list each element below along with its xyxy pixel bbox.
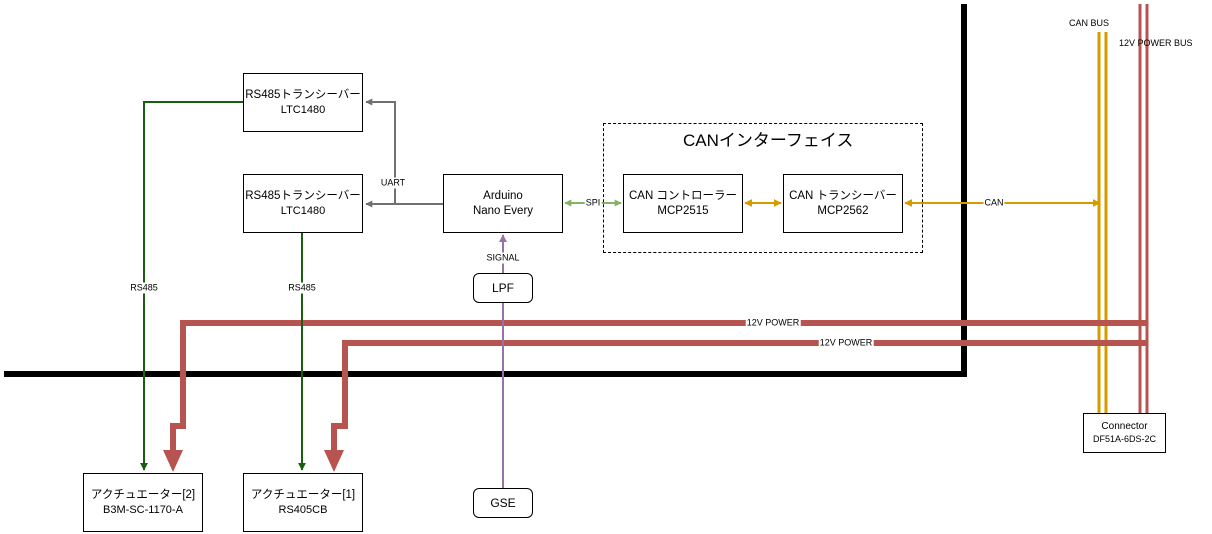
rs485-top-part: LTC1480 — [280, 103, 326, 116]
spi-label: SPI — [584, 197, 602, 209]
actuator2-part: B3M-SC-1170-A — [103, 503, 183, 516]
connector-block[interactable]: Connector DF51A-6DS-2C — [1083, 413, 1166, 453]
arduino-model: Nano Every — [472, 204, 534, 217]
gse-block[interactable]: GSE — [473, 488, 533, 518]
can-interface-title: CANインターフェイス — [683, 131, 854, 150]
power-arrowhead-actuator1 — [324, 450, 344, 472]
actuator1-name: アクチュエーター[1] — [250, 488, 356, 501]
uart-wire-top — [365, 98, 396, 204]
arduino-name: Arduino — [483, 189, 523, 202]
can-transceiver-part: MCP2562 — [817, 204, 869, 217]
can-bus-label: CAN BUS — [1069, 18, 1110, 28]
uart-label: UART — [379, 177, 407, 189]
can-transceiver[interactable]: CAN トランシーバー MCP2562 — [783, 174, 903, 233]
can-label: CAN — [983, 197, 1005, 209]
lpf-block[interactable]: LPF — [473, 273, 533, 303]
can-controller-part: MCP2515 — [657, 204, 709, 217]
power-wire-actuator1 — [331, 340, 1146, 450]
gse-label: GSE — [490, 495, 516, 510]
signal-label: SIGNAL — [485, 252, 521, 264]
rs485-transceiver-mid[interactable]: RS485トランシーバー LTC1480 — [243, 174, 363, 233]
power-upper-label: 12V POWER — [745, 317, 801, 329]
rs485-transceiver-top[interactable]: RS485トランシーバー LTC1480 — [243, 73, 363, 132]
power-arrowhead-actuator2 — [163, 450, 183, 472]
rs485-top-name: RS485トランシーバー — [245, 88, 361, 101]
actuator-2[interactable]: アクチュエーター[2] B3M-SC-1170-A — [83, 473, 203, 532]
rs485-wire-actuator2 — [140, 101, 243, 471]
can-transceiver-name: CAN トランシーバー — [789, 189, 897, 202]
connector-part: DF51A-6DS-2C — [1092, 434, 1157, 444]
can-controller[interactable]: CAN コントローラー MCP2515 — [623, 174, 743, 233]
can-controller-name: CAN コントローラー — [629, 189, 737, 202]
power-lower-label: 12V POWER — [818, 337, 874, 349]
rs485-left-label: RS485 — [129, 282, 159, 294]
power-bus-label: 12V POWER BUS — [1119, 38, 1193, 48]
can-interface-group — [603, 123, 923, 253]
rs485-right-label: RS485 — [287, 282, 317, 294]
arduino-nano-every[interactable]: Arduino Nano Every — [443, 174, 563, 233]
board-outline — [4, 4, 967, 377]
lpf-label: LPF — [491, 280, 514, 295]
rs485-mid-part: LTC1480 — [280, 204, 326, 217]
connector-name: Connector — [1101, 421, 1148, 432]
actuator-1[interactable]: アクチュエーター[1] RS405CB — [243, 473, 363, 532]
actuator1-part: RS405CB — [278, 503, 328, 516]
actuator2-name: アクチュエーター[2] — [90, 488, 196, 501]
rs485-mid-name: RS485トランシーバー — [245, 189, 361, 202]
